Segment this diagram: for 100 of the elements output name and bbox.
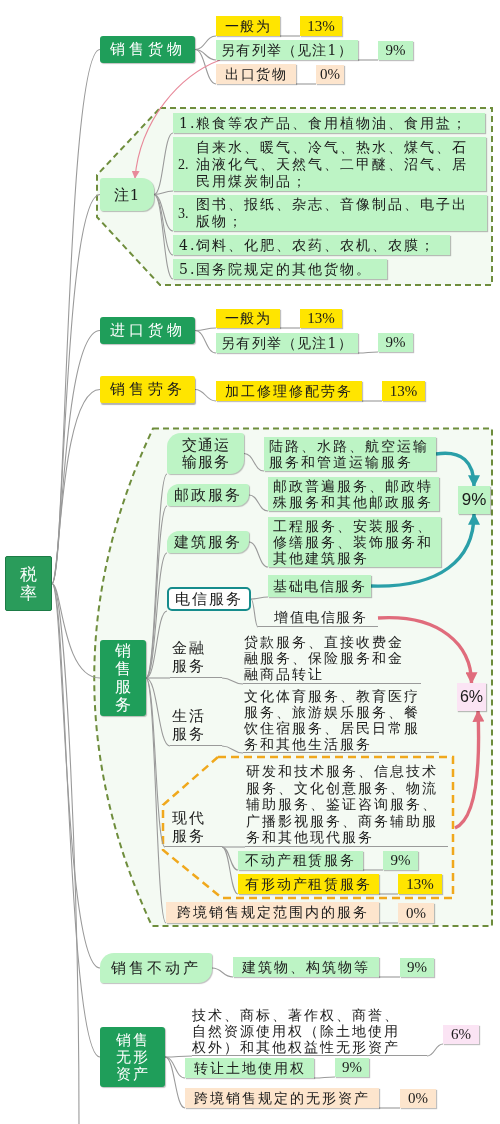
connector-line xyxy=(164,1055,193,1058)
connector-line xyxy=(221,745,244,754)
description-text: 研发和技术服务、信息技术服务、文化创意服务、物流辅助服务、鉴证咨询服务、广播影视服务、商务辅助服务和其他现代服务 xyxy=(245,763,448,847)
rate-tag: 9% xyxy=(335,1058,369,1077)
connector-line xyxy=(194,35,217,51)
connector-line xyxy=(145,473,168,679)
root-topic: 税率 xyxy=(5,556,52,611)
connector-line xyxy=(378,922,399,924)
connector-line xyxy=(145,552,168,679)
subtopic-text: 现代服务 xyxy=(165,808,222,847)
subtopic: 陆路、水路、航空运输服务和管道运输服务 xyxy=(264,437,436,471)
connector-line xyxy=(426,1043,444,1057)
dashed-group-region xyxy=(92,427,494,928)
rate-tag: 0% xyxy=(400,1089,436,1108)
subtopic: 不动产租赁服务 xyxy=(238,851,363,870)
subtopic: 出口货物 xyxy=(216,64,296,84)
connector-line xyxy=(153,132,174,196)
connector-line xyxy=(248,494,269,512)
subtopic-text: 金融服务 xyxy=(170,637,222,678)
connector-line xyxy=(221,677,244,685)
note-item: 5.国务院规定的其他货物。 xyxy=(173,259,387,279)
connector-line xyxy=(153,190,174,196)
dashed-group-region xyxy=(160,755,455,901)
connector-line xyxy=(221,846,239,871)
subtopic: 交通运输服务 xyxy=(167,433,244,474)
arrow xyxy=(371,512,480,588)
note-item: 4.饲料、化肥、农药、农机、农膜； xyxy=(173,235,450,255)
arrow xyxy=(435,451,480,488)
note-text: 自来水、暖气、冷气、热水、煤气、石油液化气、天然气、二甲醚、沼气、居民用煤炭制品； xyxy=(196,138,469,190)
rate-tag: 13% xyxy=(300,309,342,328)
connector-line xyxy=(357,59,379,61)
branch-topic: 销售不动产 xyxy=(100,953,212,983)
connector-line xyxy=(153,193,174,280)
subtopic-text: 生活服务 xyxy=(170,705,222,746)
subtopic: 转让土地使用权 xyxy=(185,1058,314,1078)
subtopic: 邮政普遍服务、邮政特殊服务和其他邮政服务 xyxy=(268,477,439,511)
rate-tag: 9% xyxy=(458,486,490,514)
connector-line xyxy=(194,388,217,402)
rate-tag: 13% xyxy=(398,874,442,894)
arrow xyxy=(377,616,477,685)
description-text: 文化体育服务、教育医疗服务、旅游娱乐服务、餐饮住宿服务、居民日常服务和其他生活服务 xyxy=(243,688,439,753)
connector-line xyxy=(51,582,80,1124)
branch-topic: 销售劳务 xyxy=(100,376,195,403)
subtopic: 跨境销售规定范围内的服务 xyxy=(166,902,379,923)
connector-line xyxy=(145,677,171,679)
subtopic: 基础电信服务 xyxy=(268,575,371,597)
connector-line xyxy=(378,1107,401,1109)
description-text: 贷款服务、直接收费金融服务、保险服务和金融商品转让 xyxy=(243,633,421,684)
connector-line xyxy=(194,48,217,85)
rate-tag: 6% xyxy=(443,1025,479,1044)
connector-line xyxy=(221,846,246,848)
rate-tag: 9% xyxy=(378,333,413,352)
branch-topic: 销售无形资产 xyxy=(100,1027,165,1087)
connector-line xyxy=(145,677,171,747)
connector-line xyxy=(51,388,101,585)
connector-line xyxy=(153,193,174,256)
rate-tag: 9% xyxy=(378,41,413,60)
rate-tag: 0% xyxy=(316,65,344,84)
subtopic: 工程服务、安装服务、修缮服务、装饰服务和其他建筑服务 xyxy=(268,517,441,567)
branch-topic: 进口货物 xyxy=(100,317,195,344)
connector-line xyxy=(362,869,384,871)
subtopic: 另有列举（见注1） xyxy=(216,333,358,353)
connector-line xyxy=(221,846,239,895)
connector-line xyxy=(378,976,401,978)
connector-line xyxy=(248,541,269,568)
arrow xyxy=(132,59,221,179)
connector-line xyxy=(194,48,217,61)
connector-line xyxy=(250,596,269,600)
rate-tag: 0% xyxy=(398,903,434,923)
note-card xyxy=(173,195,487,231)
connector-line xyxy=(279,327,301,329)
connector-line xyxy=(378,893,399,895)
connector-line xyxy=(51,582,101,679)
list-number: 3. xyxy=(178,204,190,222)
note-card xyxy=(173,137,486,191)
connector-line xyxy=(361,400,383,402)
connector-line xyxy=(357,351,379,354)
connector-line xyxy=(164,1056,186,1109)
note-item: 1.粮食等农产品、食用植物油、食用盐； xyxy=(173,113,485,133)
arrow xyxy=(454,709,485,830)
connector-line xyxy=(211,967,234,978)
note-text: 图书、报纸、杂志、音像制品、电子出版物； xyxy=(196,196,469,230)
subtopic: 另有列举（见注1） xyxy=(216,40,358,60)
subtopic: 建筑物、构筑物等 xyxy=(233,957,379,977)
note-topic: 注1 xyxy=(100,178,154,211)
subtopic: 一般为 xyxy=(216,309,280,328)
list-number: 2. xyxy=(178,155,190,173)
subtopic: 跨境销售规定的无形资产 xyxy=(185,1088,379,1108)
connector-line xyxy=(51,329,101,585)
subtopic: 有形动产租赁服务 xyxy=(238,874,379,894)
subtopic: 一般为 xyxy=(216,16,280,36)
subtopic: 电信服务 xyxy=(167,587,251,611)
subtopic: 建筑服务 xyxy=(167,531,249,553)
connector-line xyxy=(145,610,168,679)
rate-tag: 9% xyxy=(383,851,418,870)
connector-line xyxy=(243,452,265,472)
subtopic: 邮政服务 xyxy=(167,484,249,506)
subtopic: 加工修理修配劳务 xyxy=(216,381,362,401)
rate-tag: 13% xyxy=(300,16,342,36)
subtopic-text: 增值电信服务 xyxy=(258,609,378,627)
